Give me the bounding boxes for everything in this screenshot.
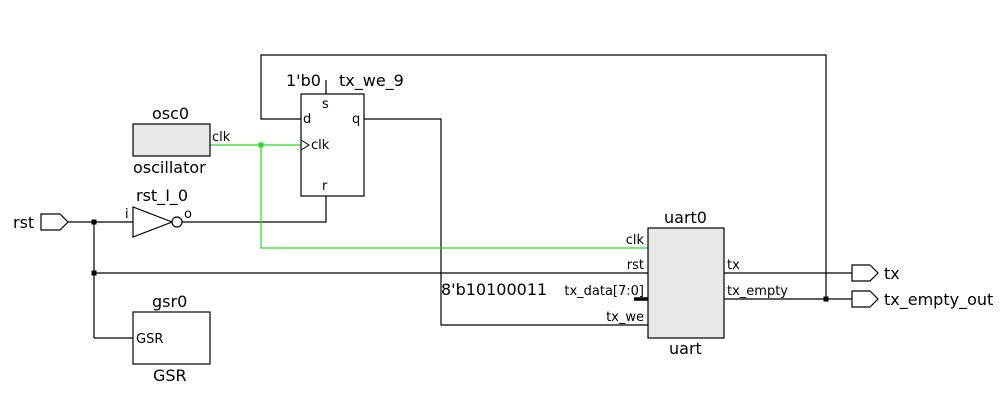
- osc0-type: oscillator: [133, 158, 206, 177]
- ff-name: tx_we_9: [339, 71, 404, 91]
- osc0-instance[interactable]: osc0 oscillator clk: [132, 104, 231, 177]
- inverter-rst-i-0-instance[interactable]: rst_I_0 i o: [125, 186, 192, 238]
- uart-tx-empty-pin-label: tx_empty: [727, 284, 788, 299]
- port-rst-label: rst: [13, 213, 34, 232]
- uart-tx-we-pin-label: tx_we: [606, 310, 644, 325]
- clock-edge-triangle-icon: [300, 139, 310, 151]
- ff-q-pin-label: q: [352, 112, 360, 127]
- port-rst[interactable]: rst: [13, 213, 69, 232]
- inverter-triangle-icon[interactable]: [132, 206, 174, 238]
- inverter-bubble-icon: [171, 216, 183, 228]
- ff-set-constant: 1'b0: [286, 71, 321, 90]
- net-ff-q-to-tx-we[interactable]: [364, 118, 659, 326]
- port-tx[interactable]: tx: [851, 264, 900, 283]
- port-tx-empty-out[interactable]: tx_empty_out: [851, 290, 993, 310]
- uart0-name: uart0: [664, 208, 707, 227]
- inverter-i-pin-label: i: [125, 207, 129, 222]
- ff-s-pin-label: s: [322, 97, 329, 112]
- output-port-arrow-icon[interactable]: [851, 264, 879, 282]
- tx-data-constant: 8'b10100011: [441, 280, 547, 299]
- net-clk-to-uart[interactable]: [260, 145, 659, 249]
- junction-dot: [823, 296, 829, 302]
- port-tx-empty-out-label: tx_empty_out: [884, 290, 993, 310]
- junction-dot: [91, 270, 97, 276]
- gsr0-name: gsr0: [152, 292, 187, 311]
- uart-clk-pin-label: clk: [626, 233, 645, 248]
- input-port-arrow-icon[interactable]: [40, 213, 69, 231]
- uart-rst-pin-label: rst: [627, 258, 644, 273]
- ff-tx-we-9-instance[interactable]: 1'b0 tx_we_9 s d q clk r: [286, 71, 404, 197]
- uart0-body[interactable]: [647, 227, 725, 339]
- uart-tx-pin-label: tx: [727, 258, 740, 273]
- osc0-body[interactable]: [132, 123, 211, 157]
- clock-junction-dot: [258, 142, 264, 148]
- osc0-name: osc0: [152, 104, 189, 123]
- ff-d-pin-label: d: [303, 112, 311, 127]
- gsr0-type: GSR: [153, 366, 187, 385]
- ff-r-pin-label: r: [322, 179, 328, 194]
- uart-tx-data-pin-label: tx_data[7:0]: [564, 284, 644, 299]
- net-tx-empty-feedback[interactable]: [260, 54, 827, 299]
- output-port-arrow-icon[interactable]: [851, 290, 879, 308]
- uart0-type: uart: [669, 339, 702, 358]
- inverter-name: rst_I_0: [136, 186, 188, 206]
- ff-clk-pin-label: clk: [311, 138, 330, 153]
- net-inverter-to-ff-reset[interactable]: [182, 196, 327, 223]
- inverter-o-pin-label: o: [184, 207, 192, 222]
- junction-dot: [91, 219, 97, 225]
- uart0-instance[interactable]: uart0 uart clk rst tx_data[7:0] tx_we tx…: [564, 208, 788, 358]
- gsr0-body[interactable]: [132, 311, 211, 365]
- osc0-clk-pin-label: clk: [212, 130, 231, 145]
- ff-body[interactable]: [300, 93, 365, 197]
- gsr0-instance[interactable]: gsr0 GSR GSR: [132, 292, 211, 385]
- port-tx-label: tx: [884, 264, 900, 283]
- gsr0-pin-label: GSR: [136, 332, 163, 347]
